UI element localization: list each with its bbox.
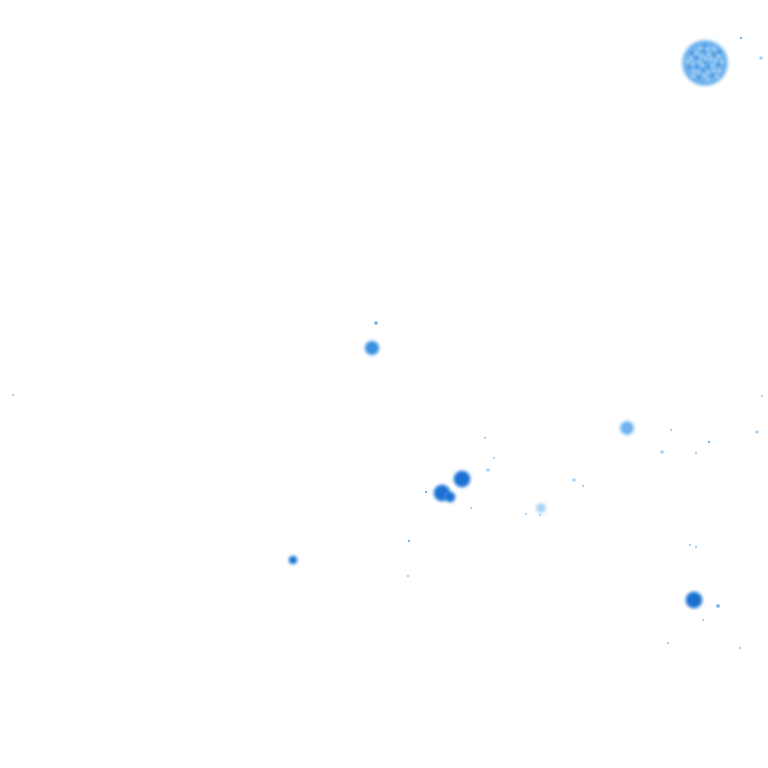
echo-texture [706, 65, 711, 70]
echo-texture [684, 59, 689, 64]
echo-texture [720, 59, 725, 64]
echo-texture [708, 57, 713, 62]
echo-cell[interactable] [444, 491, 456, 503]
echo-texture [694, 50, 699, 55]
trace-speck [492, 456, 496, 460]
trace-speck [755, 430, 759, 434]
echo-texture [691, 73, 696, 78]
trace-speck [581, 484, 585, 488]
echo-texture [706, 47, 711, 52]
trace-speck [424, 490, 428, 494]
echo-group [288, 39, 729, 609]
trace-specks [11, 36, 764, 650]
echo-texture [705, 77, 710, 82]
trace-speck [739, 36, 743, 40]
echo-texture [699, 54, 704, 59]
echo-texture [690, 61, 695, 66]
trace-speck [407, 539, 411, 543]
trace-speck [688, 543, 692, 547]
echo-core [455, 472, 469, 486]
trace-speck [524, 512, 528, 516]
trace-speck [469, 506, 473, 510]
echo-core [687, 593, 701, 607]
trace-speck [666, 641, 670, 645]
trace-speck [701, 618, 705, 622]
echo-texture [711, 47, 716, 52]
echo-cell[interactable] [619, 420, 635, 436]
echo-texture [687, 65, 692, 70]
echo-texture [694, 64, 699, 69]
echo-cell[interactable] [535, 502, 547, 514]
echo-texture [717, 68, 722, 73]
echo-cell[interactable] [685, 591, 703, 609]
echo-texture [696, 70, 701, 75]
trace-speck [660, 450, 664, 454]
echo-texture [711, 52, 716, 57]
echo-core [446, 493, 454, 501]
echo-core [290, 557, 296, 563]
echo-cell[interactable] [288, 555, 298, 565]
echo-texture [715, 74, 720, 79]
echo-texture [697, 46, 702, 51]
echo-texture [716, 62, 721, 67]
echo-texture [710, 63, 715, 68]
echo-texture [691, 69, 696, 73]
echo-texture [702, 73, 707, 78]
trace-speck [738, 646, 742, 650]
echo-texture [707, 52, 711, 57]
echo-texture [713, 58, 718, 63]
echo-texture [701, 68, 706, 72]
echo-core [537, 504, 545, 512]
trace-speck [669, 428, 673, 432]
trace-speck [483, 436, 487, 440]
echo-texture [717, 49, 722, 54]
trace-speck [759, 56, 763, 60]
trace-speck [406, 574, 410, 578]
echo-cell[interactable] [364, 340, 380, 356]
echo-core [366, 342, 378, 354]
echo-cell[interactable] [681, 39, 729, 87]
trace-speck [374, 321, 378, 325]
echo-texture [710, 73, 715, 78]
echo-cell[interactable] [453, 470, 471, 488]
trace-speck [694, 545, 698, 549]
echo-texture [689, 50, 694, 55]
echo-texture [712, 68, 717, 73]
echo-texture [700, 63, 705, 67]
trace-speck [760, 394, 764, 398]
trace-speck [11, 393, 15, 397]
echo-texture [703, 43, 707, 48]
trace-speck [694, 451, 698, 455]
echo-texture [697, 75, 702, 80]
echo-texture [703, 56, 708, 61]
echo-texture [716, 54, 721, 59]
echo-core [621, 422, 633, 434]
trace-speck [538, 513, 542, 517]
echo-texture [705, 70, 710, 75]
echo-texture [701, 49, 706, 54]
echo-texture [694, 55, 699, 60]
trace-speck [707, 440, 711, 444]
trace-speck [572, 478, 576, 482]
echo-texture [697, 60, 702, 64]
echo-texture [688, 56, 693, 61]
trace-speck [716, 604, 720, 608]
trace-speck [486, 468, 490, 472]
